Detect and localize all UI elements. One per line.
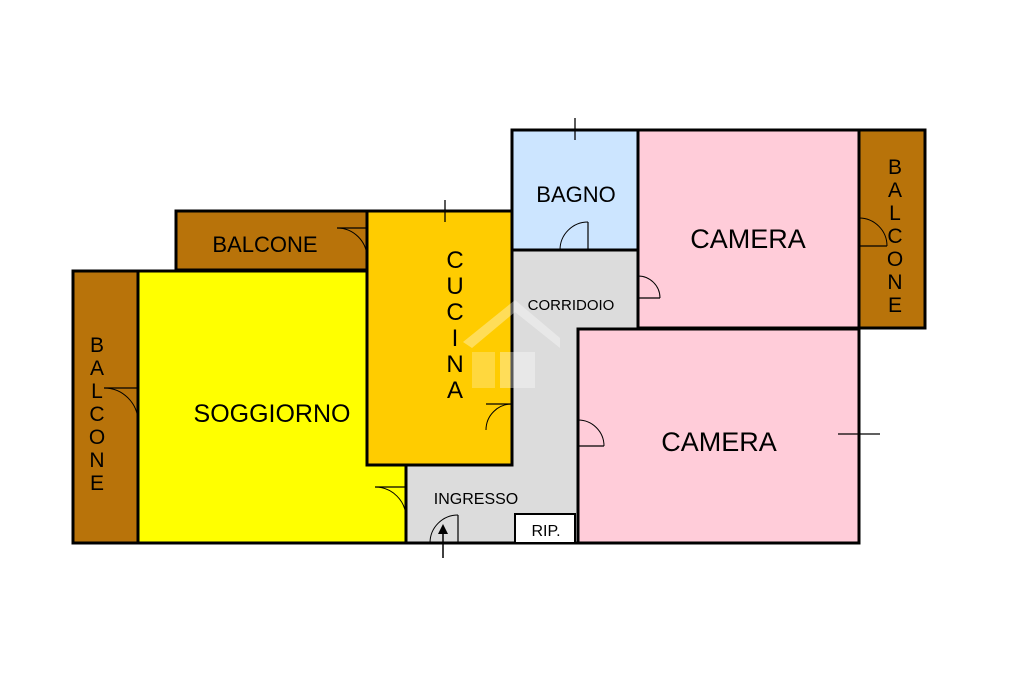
window-camera-bottom — [838, 398, 880, 470]
label-camera-top: CAMERA — [690, 224, 806, 254]
window-cucina — [420, 200, 470, 222]
soggiorno-room — [136, 269, 408, 545]
door-camera-bottom — [577, 419, 605, 447]
label-balcone-top: BALCONE — [212, 232, 317, 257]
door-camera-top-balcone — [858, 217, 888, 247]
label-corridoio: CORRIDOIO — [528, 297, 615, 314]
door-cucina — [485, 403, 513, 431]
window-bagno — [543, 118, 608, 140]
label-camera-bottom: CAMERA — [661, 427, 777, 457]
cucina-room — [365, 209, 514, 467]
label-ingresso: INGRESSO — [434, 491, 518, 508]
balcony-left — [71, 269, 140, 545]
door-bagno — [559, 221, 589, 251]
ripostiglio-room — [514, 513, 576, 544]
balcony-right — [857, 128, 927, 330]
watermark-logo — [463, 300, 560, 388]
entrance-arrow — [438, 524, 448, 558]
bagno-room — [510, 128, 640, 252]
label-soggiorno: SOGGIORNO — [194, 400, 351, 428]
door-soggiorno — [374, 486, 407, 519]
door-camera-top — [637, 275, 661, 299]
label-bagno: BAGNO — [536, 182, 615, 207]
camera-bottom-room — [576, 327, 861, 545]
door-entrance — [429, 514, 459, 544]
door-soggiorno-balcone — [103, 387, 139, 423]
door-cucina-balcone — [336, 227, 368, 259]
label-ripostiglio: RIP. — [531, 523, 560, 540]
camera-top-room — [636, 128, 861, 330]
